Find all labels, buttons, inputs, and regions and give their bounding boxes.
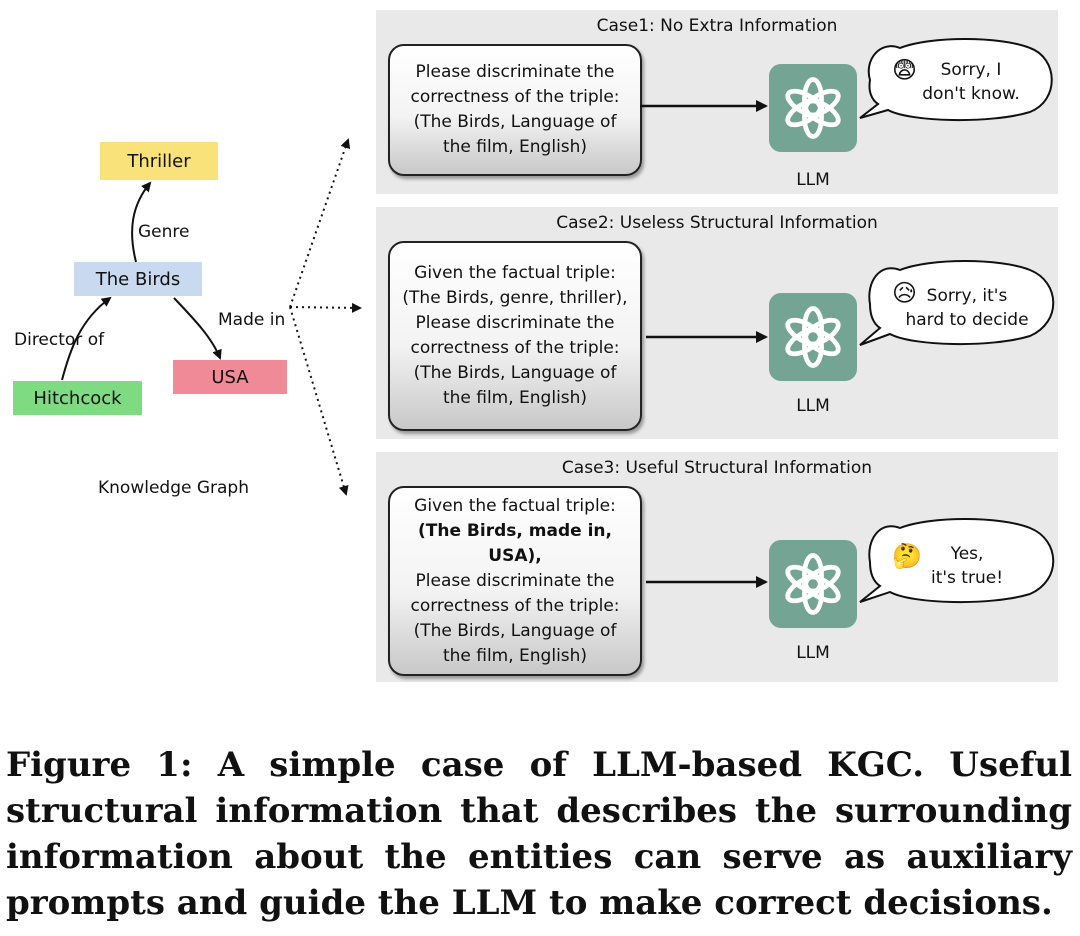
edge-made-in-arrow <box>173 297 222 360</box>
kg-node-usa: USA <box>173 360 287 394</box>
edge-director-arrow <box>61 296 112 381</box>
response-line: Sorry, it's <box>926 286 1008 306</box>
kg-node-thriller: Thriller <box>100 142 218 180</box>
speech-bubble <box>859 38 1053 122</box>
fan-arrow-case3 <box>289 306 349 496</box>
prompt-line: Given the factual triple: <box>414 495 616 516</box>
prompt-line-highlight: (The Birds, made in, USA), <box>418 520 612 566</box>
llm-label: LLM <box>796 396 830 416</box>
kg-edge-label-director-of: Director of <box>14 330 105 350</box>
llm-label: LLM <box>796 170 830 190</box>
prompt-line: the film, English) <box>442 388 588 408</box>
prompt-line: (The Birds, Language of <box>413 620 617 641</box>
prompt-line: (The Birds, Language of <box>413 112 617 132</box>
response-line: it's true! <box>930 568 1004 588</box>
kg-title: Knowledge Graph <box>98 478 249 498</box>
response-text: Sorry, it's hard to decide <box>902 284 1032 332</box>
connector-layer <box>61 138 362 496</box>
llm-icon <box>769 540 857 628</box>
prompt-line: Please discriminate the <box>415 570 615 591</box>
kg-edge-label-made-in: Made in <box>218 310 286 330</box>
response-line: don't know. <box>922 84 1020 104</box>
prompt-line: the film, English) <box>442 137 588 157</box>
prompt-line: correctness of the triple: <box>410 595 620 616</box>
prompt-line: (The Birds, genre, thriller), <box>402 288 628 308</box>
prompt-box: Given the factual triple: (The Birds, ma… <box>388 486 642 676</box>
figure-caption: Figure 1: A simple case of LLM-based KGC… <box>6 745 1072 923</box>
response-line: hard to decide <box>905 310 1029 330</box>
case-title: Case2: Useless Structural Information <box>556 213 878 233</box>
case-title: Case1: No Extra Information <box>596 16 838 36</box>
speech-bubble <box>859 518 1055 604</box>
case-panel-2: Case2: Useless Structural Information Gi… <box>376 207 1058 439</box>
prompt-line: correctness of the triple: <box>410 338 620 358</box>
kg-node-the-birds: The Birds <box>74 262 202 296</box>
kg-node-hitchcock: Hitchcock <box>13 381 142 415</box>
llm-label: LLM <box>796 643 830 663</box>
response-line: Yes, <box>950 544 984 564</box>
prompt-box: Please discriminate the correctness of t… <box>388 44 642 176</box>
prompt-line: (The Birds, Language of <box>413 363 617 383</box>
case-title: Case3: Useful Structural Information <box>561 458 873 478</box>
prompt-box: Given the factual triple: (The Birds, ge… <box>388 241 642 431</box>
llm-icon <box>769 293 857 381</box>
sad-face-icon: 😥 <box>892 279 918 307</box>
llm-icon <box>769 64 857 152</box>
response-text: Yes, it's true! <box>922 542 1012 590</box>
response-text: Sorry, I don't know. <box>916 58 1026 106</box>
prompt-line: correctness of the triple: <box>410 87 620 107</box>
prompt-line: Please discriminate the <box>415 62 615 82</box>
prompt-line: Given the factual triple: <box>414 263 616 283</box>
edge-genre-arrow <box>131 181 152 263</box>
kg-edge-label-genre: Genre <box>138 222 190 242</box>
prompt-line: Please discriminate the <box>415 313 615 333</box>
thinking-face-icon: 🤔 <box>892 542 922 570</box>
speech-bubble <box>859 260 1055 346</box>
response-line: Sorry, I <box>940 60 1002 80</box>
fearful-face-icon: 😨 <box>892 56 918 84</box>
llm-overlay <box>640 38 1055 628</box>
prompt-line: the film, English) <box>442 645 588 666</box>
